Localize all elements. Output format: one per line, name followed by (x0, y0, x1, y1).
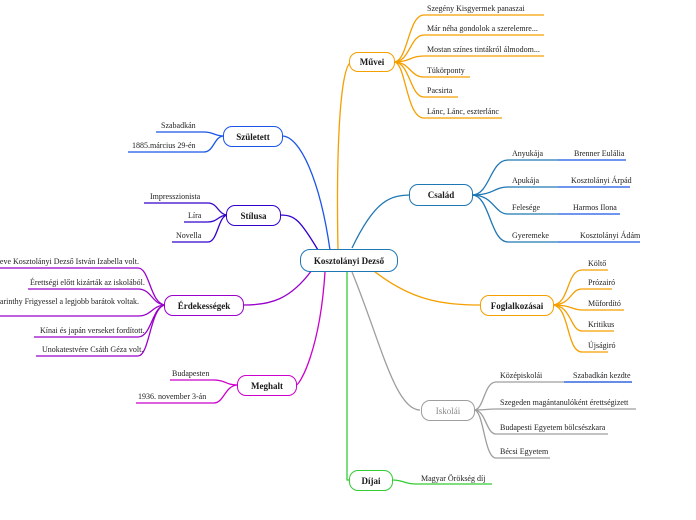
csalad-relation[interactable]: Gyeremeke (512, 231, 549, 240)
stilusa-item[interactable]: Líra (188, 211, 202, 220)
branch-erdekessegek[interactable]: Érdekességek (164, 295, 244, 316)
branch-foglalkozasai[interactable]: Foglalkozásai (480, 295, 554, 316)
branch-stilusa[interactable]: Stílusa (226, 205, 281, 226)
branch-dijai[interactable]: Díjai (349, 470, 393, 491)
csalad-relation[interactable]: Felesége (512, 203, 540, 212)
csalad-name[interactable]: Kosztolányi Árpád (571, 176, 632, 185)
szuletett-item[interactable]: Szabadkán (161, 121, 196, 130)
central-node[interactable]: Kosztolányi Dezső (300, 249, 398, 272)
stilusa-item[interactable]: Impresszionista (150, 192, 201, 201)
dijai-item[interactable]: Magyar Örökség díj (421, 474, 486, 483)
foglalkozas-item[interactable]: Kritikus (588, 320, 615, 329)
erdekesseg-item[interactable]: Karinthy Frigyessel a legjobb barátok vo… (0, 297, 139, 306)
iskolai-item[interactable]: Szegeden magántanulóként érettségizett (500, 398, 629, 407)
csalad-name[interactable]: Harmos Ilona (573, 203, 617, 212)
foglalkozas-item[interactable]: Újságiró (588, 341, 616, 350)
csalad-name[interactable]: Kosztolányi Ádám (580, 231, 641, 240)
foglalkozas-item[interactable]: Műfordító (588, 299, 621, 308)
erdekesseg-item[interactable]: Kínai és japán verseket fordított. (40, 326, 145, 335)
iskolai-item[interactable]: Bécsi Egyetem (500, 447, 549, 456)
erdekesseg-item[interactable]: Unokatestvére Csáth Géza volt. (42, 345, 144, 354)
csalad-relation[interactable]: Anyukája (512, 149, 544, 158)
muvei-item[interactable]: Tükörponty (427, 66, 465, 75)
csalad-name[interactable]: Brenner Eulália (574, 149, 625, 158)
erdekesseg-item[interactable]: Teljes neve Kosztolányi Dezső István Iza… (0, 257, 139, 266)
stilusa-item[interactable]: Novella (176, 231, 202, 240)
szuletett-item[interactable]: 1885.március 29-én (132, 141, 196, 150)
muvei-item[interactable]: Pacsirta (427, 86, 453, 95)
branch-meghalt[interactable]: Meghalt (237, 375, 297, 396)
meghalt-item[interactable]: 1936. november 3-án (138, 392, 207, 401)
erdekesseg-item[interactable]: Érettségi előtt kizárták az iskolából. (30, 278, 145, 287)
meghalt-item[interactable]: Budapesten (172, 369, 210, 378)
iskolai-item[interactable]: Középiskolái (500, 371, 543, 380)
foglalkozas-item[interactable]: Prózairó (588, 278, 616, 287)
branch-iskolai[interactable]: Iskolái (421, 400, 475, 421)
muvei-item[interactable]: Mostan színes tintákról álmodom... (427, 45, 540, 54)
muvei-item[interactable]: Szegény Kisgyermek panaszai (427, 4, 525, 13)
iskolai-sub-item[interactable]: Szabadkán kezdte (573, 371, 631, 380)
branch-csalad[interactable]: Család (409, 184, 473, 206)
foglalkozas-item[interactable]: Költő (588, 259, 607, 268)
branch-szuletett[interactable]: Született (223, 126, 283, 147)
branch-muvei[interactable]: Művei (349, 52, 395, 72)
iskolai-item[interactable]: Budapesti Egyetem bölcsészkara (500, 423, 606, 432)
muvei-item[interactable]: Már néha gondolok a szerelemre... (427, 24, 538, 33)
csalad-relation[interactable]: Apukája (512, 176, 540, 185)
muvei-item[interactable]: Lánc, Lánc, eszterlánc (427, 107, 499, 116)
